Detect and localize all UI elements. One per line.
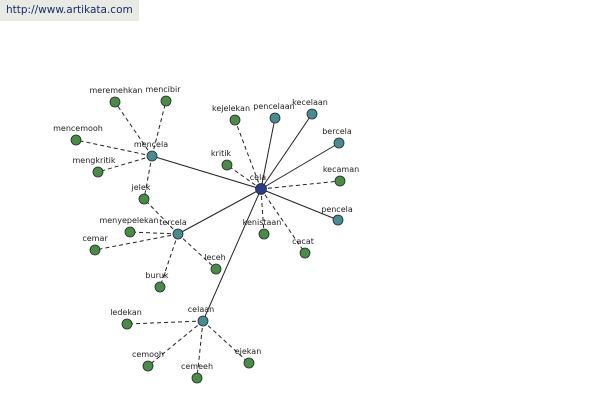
node-mencibir[interactable]: [160, 95, 172, 107]
edge-cela-mencela: [151, 155, 262, 190]
node-label-buruk[interactable]: buruk: [145, 271, 169, 280]
node-kritik[interactable]: [221, 159, 233, 171]
node-celaan[interactable]: [197, 315, 209, 327]
graph-edges: [75, 100, 341, 379]
node-kecelaan[interactable]: [306, 108, 318, 120]
edge-celaan-ejekan: [202, 320, 250, 364]
node-label-mencibir[interactable]: mencibir: [146, 85, 182, 94]
edge-cela-pencelaan: [260, 117, 276, 190]
edge-celaan-cemooh: [147, 320, 204, 367]
node-ejekan[interactable]: [243, 357, 255, 369]
node-cela[interactable]: [255, 183, 267, 195]
edge-mencela-mengkritik: [97, 155, 153, 173]
edge-cela-pencela: [260, 188, 339, 221]
node-meremehkan[interactable]: [109, 96, 121, 108]
edge-tercela-buruk: [159, 233, 179, 288]
node-cemar[interactable]: [89, 244, 101, 256]
node-label-cacat[interactable]: cacat: [292, 237, 314, 246]
node-pencelaan[interactable]: [269, 112, 281, 124]
node-label-kecaman[interactable]: kecaman: [323, 165, 359, 174]
node-bercela[interactable]: [333, 137, 345, 149]
node-mencela[interactable]: [146, 150, 158, 162]
node-label-pencela[interactable]: pencela: [321, 205, 353, 214]
edge-cela-kenistaan: [260, 188, 265, 235]
node-kejelekan[interactable]: [229, 114, 241, 126]
node-label-tercela[interactable]: tercela: [159, 218, 187, 227]
edge-tercela-leceh: [177, 233, 217, 270]
node-leceh[interactable]: [210, 263, 222, 275]
node-label-cemeeh[interactable]: cemeeh: [181, 362, 213, 371]
node-mengkritik[interactable]: [92, 166, 104, 178]
node-label-cemooh[interactable]: cemooh: [132, 350, 164, 359]
node-label-jelek[interactable]: jelek: [131, 183, 151, 192]
node-cemooh[interactable]: [142, 360, 154, 372]
edge-tercela-menyepelekan: [129, 231, 179, 235]
edge-tercela-jelek: [143, 198, 179, 235]
node-label-kejelekan[interactable]: kejelekan: [212, 104, 250, 113]
node-cacat[interactable]: [299, 247, 311, 259]
graph-labels: cela mencela tercela celaan pencelaankecelaa…: [53, 85, 359, 371]
node-label-bercela[interactable]: bercela: [322, 127, 352, 136]
node-label-kritik[interactable]: kritik: [211, 149, 232, 158]
node-label-menyepelekan[interactable]: menyepelekan: [99, 216, 158, 225]
edge-cela-kecaman: [260, 180, 341, 190]
node-label-cemar[interactable]: cemar: [82, 234, 108, 243]
node-tercela[interactable]: [172, 228, 184, 240]
edge-mencela-mencemooh: [75, 139, 153, 157]
node-mencemooh[interactable]: [70, 134, 82, 146]
node-label-mengkritik[interactable]: mengkritik: [73, 156, 116, 165]
node-label-leceh[interactable]: leceh: [204, 253, 226, 262]
edge-celaan-cemeeh: [196, 320, 204, 379]
edge-cela-bercela: [260, 142, 340, 190]
node-cemeeh[interactable]: [191, 372, 203, 384]
node-label-mencemooh[interactable]: mencemooh: [53, 124, 103, 133]
node-label-cela[interactable]: cela: [250, 173, 267, 182]
node-kecaman[interactable]: [334, 175, 346, 187]
edge-mencela-meremehkan: [114, 101, 153, 157]
node-label-pencelaan[interactable]: pencelaan: [253, 102, 295, 111]
edge-cela-kecelaan: [260, 113, 313, 190]
edge-cela-celaan: [202, 188, 262, 322]
node-buruk[interactable]: [154, 281, 166, 293]
edge-cela-cacat: [260, 188, 306, 254]
node-label-kecelaan[interactable]: kecelaan: [292, 98, 328, 107]
node-label-ejekan[interactable]: ejekan: [235, 347, 262, 356]
node-label-ledekan[interactable]: ledekan: [110, 308, 142, 317]
edge-cela-kejelekan: [234, 119, 262, 190]
source-url[interactable]: http://www.artikata.com: [0, 0, 139, 21]
node-menyepelekan[interactable]: [124, 226, 136, 238]
edge-tercela-cemar: [94, 233, 179, 251]
node-ledekan[interactable]: [121, 318, 133, 330]
edge-celaan-ledekan: [126, 320, 204, 325]
node-label-kenistaan[interactable]: kenistaan: [243, 218, 282, 227]
node-kenistaan[interactable]: [258, 228, 270, 240]
graph-nodes: [70, 95, 346, 384]
node-label-celaan[interactable]: celaan: [188, 305, 214, 314]
node-label-meremehkan[interactable]: meremehkan: [90, 86, 143, 95]
edge-mencela-jelek: [143, 155, 153, 200]
node-label-mencela[interactable]: mencela: [134, 140, 168, 149]
edge-mencela-mencibir: [151, 100, 167, 157]
node-pencela[interactable]: [332, 214, 344, 226]
edge-cela-tercela: [177, 188, 262, 235]
node-jelek[interactable]: [138, 193, 150, 205]
